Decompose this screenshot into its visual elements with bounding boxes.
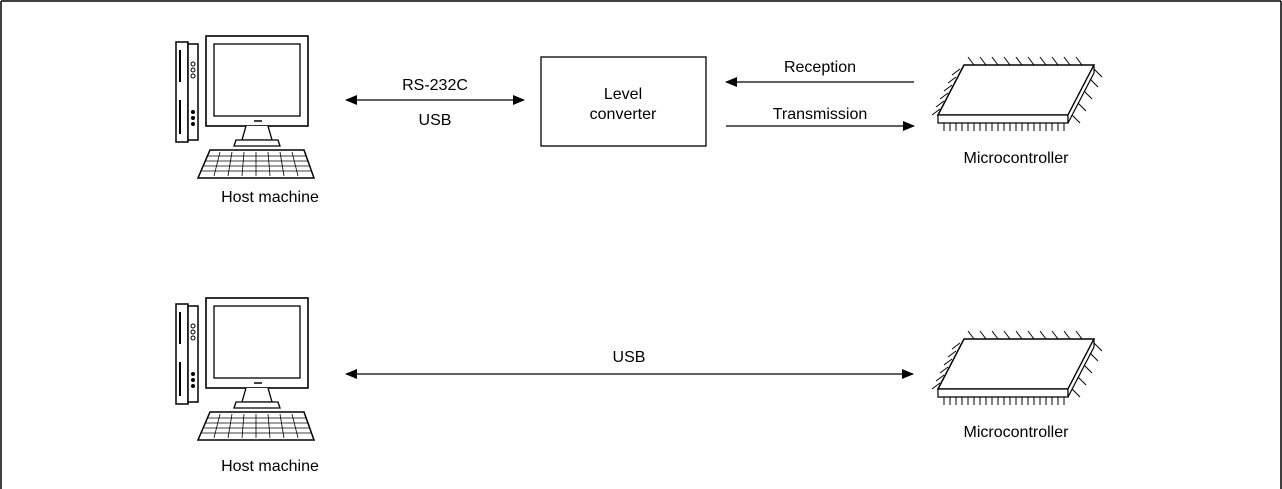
transmission-label: Transmission <box>773 106 868 123</box>
host-machine-label: Host machine <box>221 189 319 206</box>
microcontroller-label: Microcontroller <box>964 424 1070 441</box>
microcontroller-chip-icon <box>931 56 1103 132</box>
level-converter-box <box>540 56 707 147</box>
host-machine-label: Host machine <box>221 458 319 475</box>
microcontroller-chip-icon <box>931 330 1103 406</box>
usb-label: USB <box>419 112 452 129</box>
desktop-computer-icon <box>175 35 315 179</box>
rs232c-label: RS-232C <box>402 77 468 94</box>
microcontroller-label: Microcontroller <box>964 150 1070 167</box>
reception-label: Reception <box>784 59 856 76</box>
level-converter-label-line2: converter <box>590 106 657 123</box>
diagram-2: Host machine USB Microcontroller <box>175 297 1103 475</box>
level-converter-label-line1: Level <box>604 86 642 103</box>
desktop-computer-icon <box>175 297 315 441</box>
diagram-1: Host machine RS-232C USB Level converter… <box>175 35 1103 206</box>
usb-label: USB <box>613 349 646 366</box>
